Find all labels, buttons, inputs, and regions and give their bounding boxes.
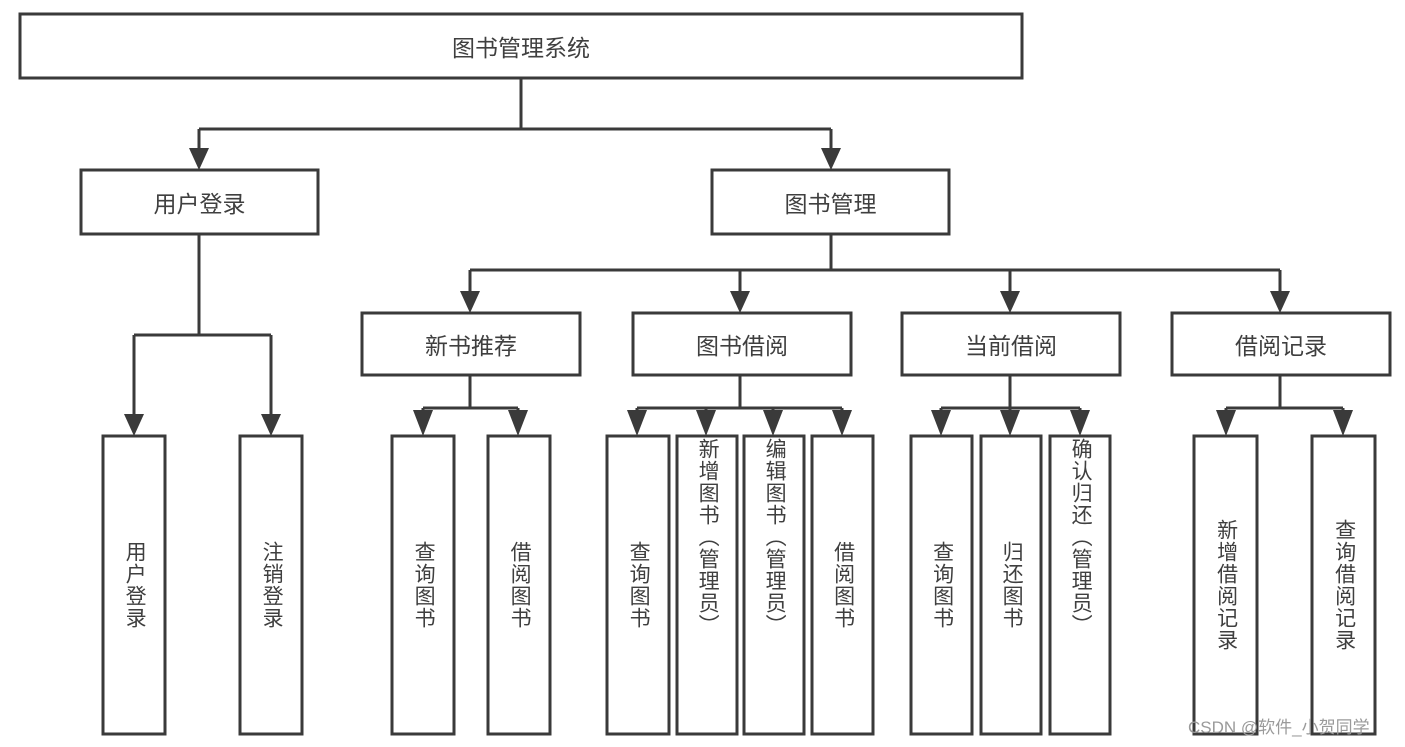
node-box-leaf-query-book-2[interactable] — [605, 434, 671, 736]
node-box-leaf-query-book-3[interactable] — [909, 434, 974, 736]
node-box-user-login[interactable] — [79, 168, 320, 236]
node-box-book-borrow[interactable] — [631, 311, 853, 377]
arrow-head-leaf-5 — [627, 410, 647, 436]
arrow-head-record — [1270, 291, 1290, 313]
node-box-new-book-recommend[interactable] — [360, 311, 582, 377]
node-box-borrow-record[interactable] — [1170, 311, 1392, 377]
arrow-head-leaf-9 — [931, 410, 951, 436]
node-box-leaf-query-record[interactable] — [1310, 434, 1377, 736]
arrow-head-leaf-1 — [124, 414, 144, 436]
arrow-head-borrow — [730, 291, 750, 313]
connector-group-root — [189, 78, 841, 170]
connector-group-bookmgmt — [460, 234, 1290, 313]
node-box-book-management[interactable] — [710, 168, 951, 236]
node-box-leaf-add-book-admin[interactable] — [675, 434, 739, 736]
arrow-head-leaf-13 — [1333, 410, 1353, 436]
arrow-head-leaf-4 — [508, 410, 528, 436]
arrow-head-to-bookmgmt — [821, 148, 841, 170]
connector-group-borrow — [627, 375, 852, 436]
node-box-root[interactable] — [18, 12, 1024, 80]
arrow-head-to-userlogin — [189, 148, 209, 170]
arrow-head-leaf-2 — [261, 414, 281, 436]
arrow-head-leaf-11 — [1070, 410, 1090, 436]
arrow-head-current — [1000, 291, 1020, 313]
node-box-leaf-borrow-book-2[interactable] — [810, 434, 875, 736]
arrow-head-leaf-6 — [696, 410, 716, 436]
connector-group-current — [931, 375, 1090, 436]
connector-group-record — [1216, 375, 1353, 436]
node-box-leaf-borrow-book-1[interactable] — [486, 434, 552, 736]
node-box-leaf-logout[interactable] — [238, 434, 304, 736]
arrow-head-leaf-8 — [832, 410, 852, 436]
node-box-leaf-user-login[interactable] — [101, 434, 167, 736]
arrow-head-leaf-12 — [1216, 410, 1236, 436]
node-box-leaf-return-book[interactable] — [979, 434, 1043, 736]
connector-group-userlogin — [124, 234, 281, 436]
node-box-leaf-query-book-1[interactable] — [390, 434, 456, 736]
node-box-current-borrow[interactable] — [900, 311, 1122, 377]
node-box-leaf-edit-book-admin[interactable] — [742, 434, 806, 736]
node-box-leaf-confirm-return-admin[interactable] — [1048, 434, 1112, 736]
arrow-head-newbook — [460, 291, 480, 313]
arrow-head-leaf-7 — [763, 410, 783, 436]
node-box-leaf-add-record[interactable] — [1192, 434, 1259, 736]
arrow-head-leaf-10 — [1000, 410, 1020, 436]
arrow-head-leaf-3 — [413, 410, 433, 436]
connector-group-newbook — [413, 375, 528, 436]
